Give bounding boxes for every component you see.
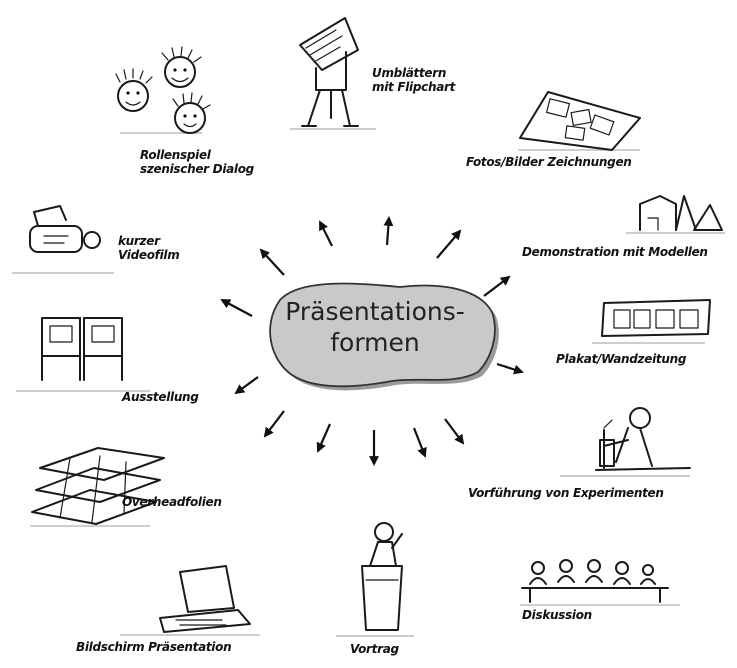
overhead-icon [31, 447, 165, 525]
label-modelle: Demonstration mit Modellen [522, 245, 708, 259]
center-title: Präsentations- formen [270, 296, 480, 358]
arrow-rollenspiel [259, 248, 285, 276]
laptop-icon [159, 565, 251, 633]
center-title-line1: Präsentations- [285, 297, 465, 326]
label-experimente: Vorführung von Experimenten [468, 486, 664, 500]
label-diskussion: Diskussion [522, 608, 592, 622]
experimente-icon [595, 407, 691, 471]
ausstellung-icon [41, 317, 123, 381]
label-plakat: Plakat/Wandzeitung [556, 352, 687, 366]
diskussion-icon [521, 559, 669, 603]
flipchart-icon [299, 17, 359, 127]
label-bildschirm: Bildschirm Präsentation [76, 640, 232, 654]
arrow-ausstellung [234, 376, 259, 395]
label-videofilm: kurzer Videofilm [118, 234, 180, 262]
arrow-diskussion [412, 427, 427, 458]
label-flipchart: Umblättern mit Flipchart [372, 66, 456, 94]
label-ausstellung: Ausstellung [122, 390, 199, 404]
arrow-plakat [496, 362, 524, 375]
label-rollenspiel: Rollenspiel szenischer Dialog [140, 148, 254, 176]
video-camera-icon [29, 205, 101, 253]
label-fotos: Fotos/Bilder Zeichnungen [466, 155, 632, 169]
fotos-icon [519, 91, 641, 151]
plakat-icon [601, 299, 711, 337]
arrow-flipchart [319, 220, 333, 247]
center-blob [269, 282, 499, 391]
center-title-line2: formen [330, 328, 420, 357]
modelle-icon [639, 195, 723, 231]
arrow-modelle [483, 275, 511, 297]
rollenspiel-faces-icon [115, 46, 211, 134]
label-vortrag: Vortrag [350, 642, 399, 656]
arrow-fotos [436, 229, 462, 259]
arrows [220, 216, 524, 466]
arrow-overhead [263, 410, 285, 438]
arrow-top [383, 216, 394, 246]
rules [12, 128, 725, 637]
arrow-video [220, 299, 253, 317]
arrow-experimente [444, 418, 465, 445]
label-overhead: Overheadfolien [122, 495, 222, 509]
arrow-bildschirm [316, 423, 332, 453]
vortrag-icon [361, 522, 403, 631]
